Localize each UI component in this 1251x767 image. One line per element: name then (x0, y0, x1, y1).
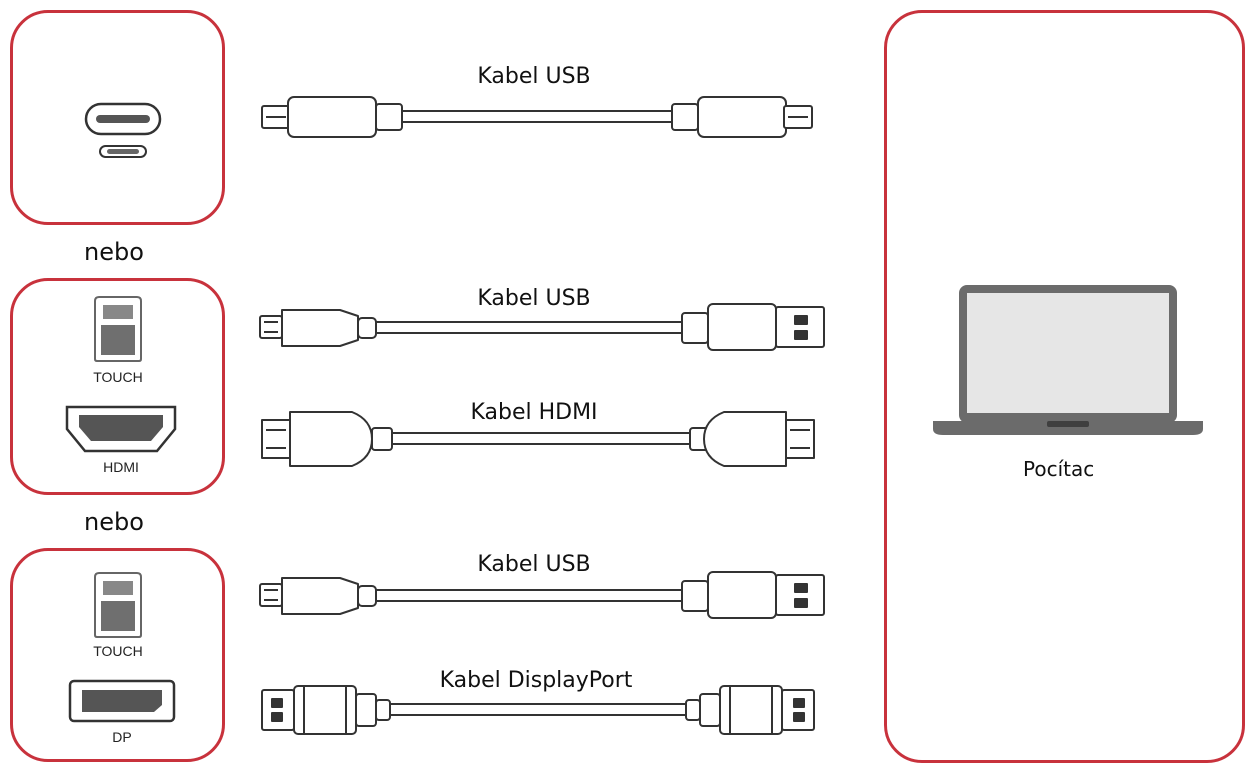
computer-label: Pocítac (1023, 457, 1095, 481)
cable-label: Kabel USB (477, 64, 591, 89)
usb-c-cable (261, 96, 813, 138)
cable-label: Kabel USB (477, 552, 591, 577)
usb-c-port-panel (10, 10, 225, 225)
laptop-icon (933, 285, 1203, 435)
hdmi-port-icon (65, 405, 177, 453)
computer-panel: Pocítac (884, 10, 1245, 763)
displayport-port-icon (68, 679, 176, 723)
cable-label: Kabel HDMI (470, 400, 598, 425)
separator-or: nebo (84, 508, 144, 536)
separator-or: nebo (84, 238, 144, 266)
usb-cable (259, 571, 825, 619)
dp-port-label: DP (112, 729, 132, 745)
displayport-cable (261, 685, 815, 735)
touch-hdmi-port-panel: TOUCH HDMI (10, 278, 225, 495)
touch-dp-port-panel: TOUCH DP (10, 548, 225, 762)
usb-b-port-icon (94, 572, 142, 638)
hdmi-port-label: HDMI (103, 459, 139, 475)
touch-port-label: TOUCH (93, 643, 143, 659)
cable-label: Kabel USB (477, 286, 591, 311)
usb-cable (259, 303, 825, 351)
cable-label: Kabel DisplayPort (439, 668, 633, 693)
touch-port-label: TOUCH (93, 369, 143, 385)
usb-b-port-icon (94, 296, 142, 362)
usb-c-port-icon (84, 102, 162, 158)
hdmi-cable (261, 411, 815, 467)
